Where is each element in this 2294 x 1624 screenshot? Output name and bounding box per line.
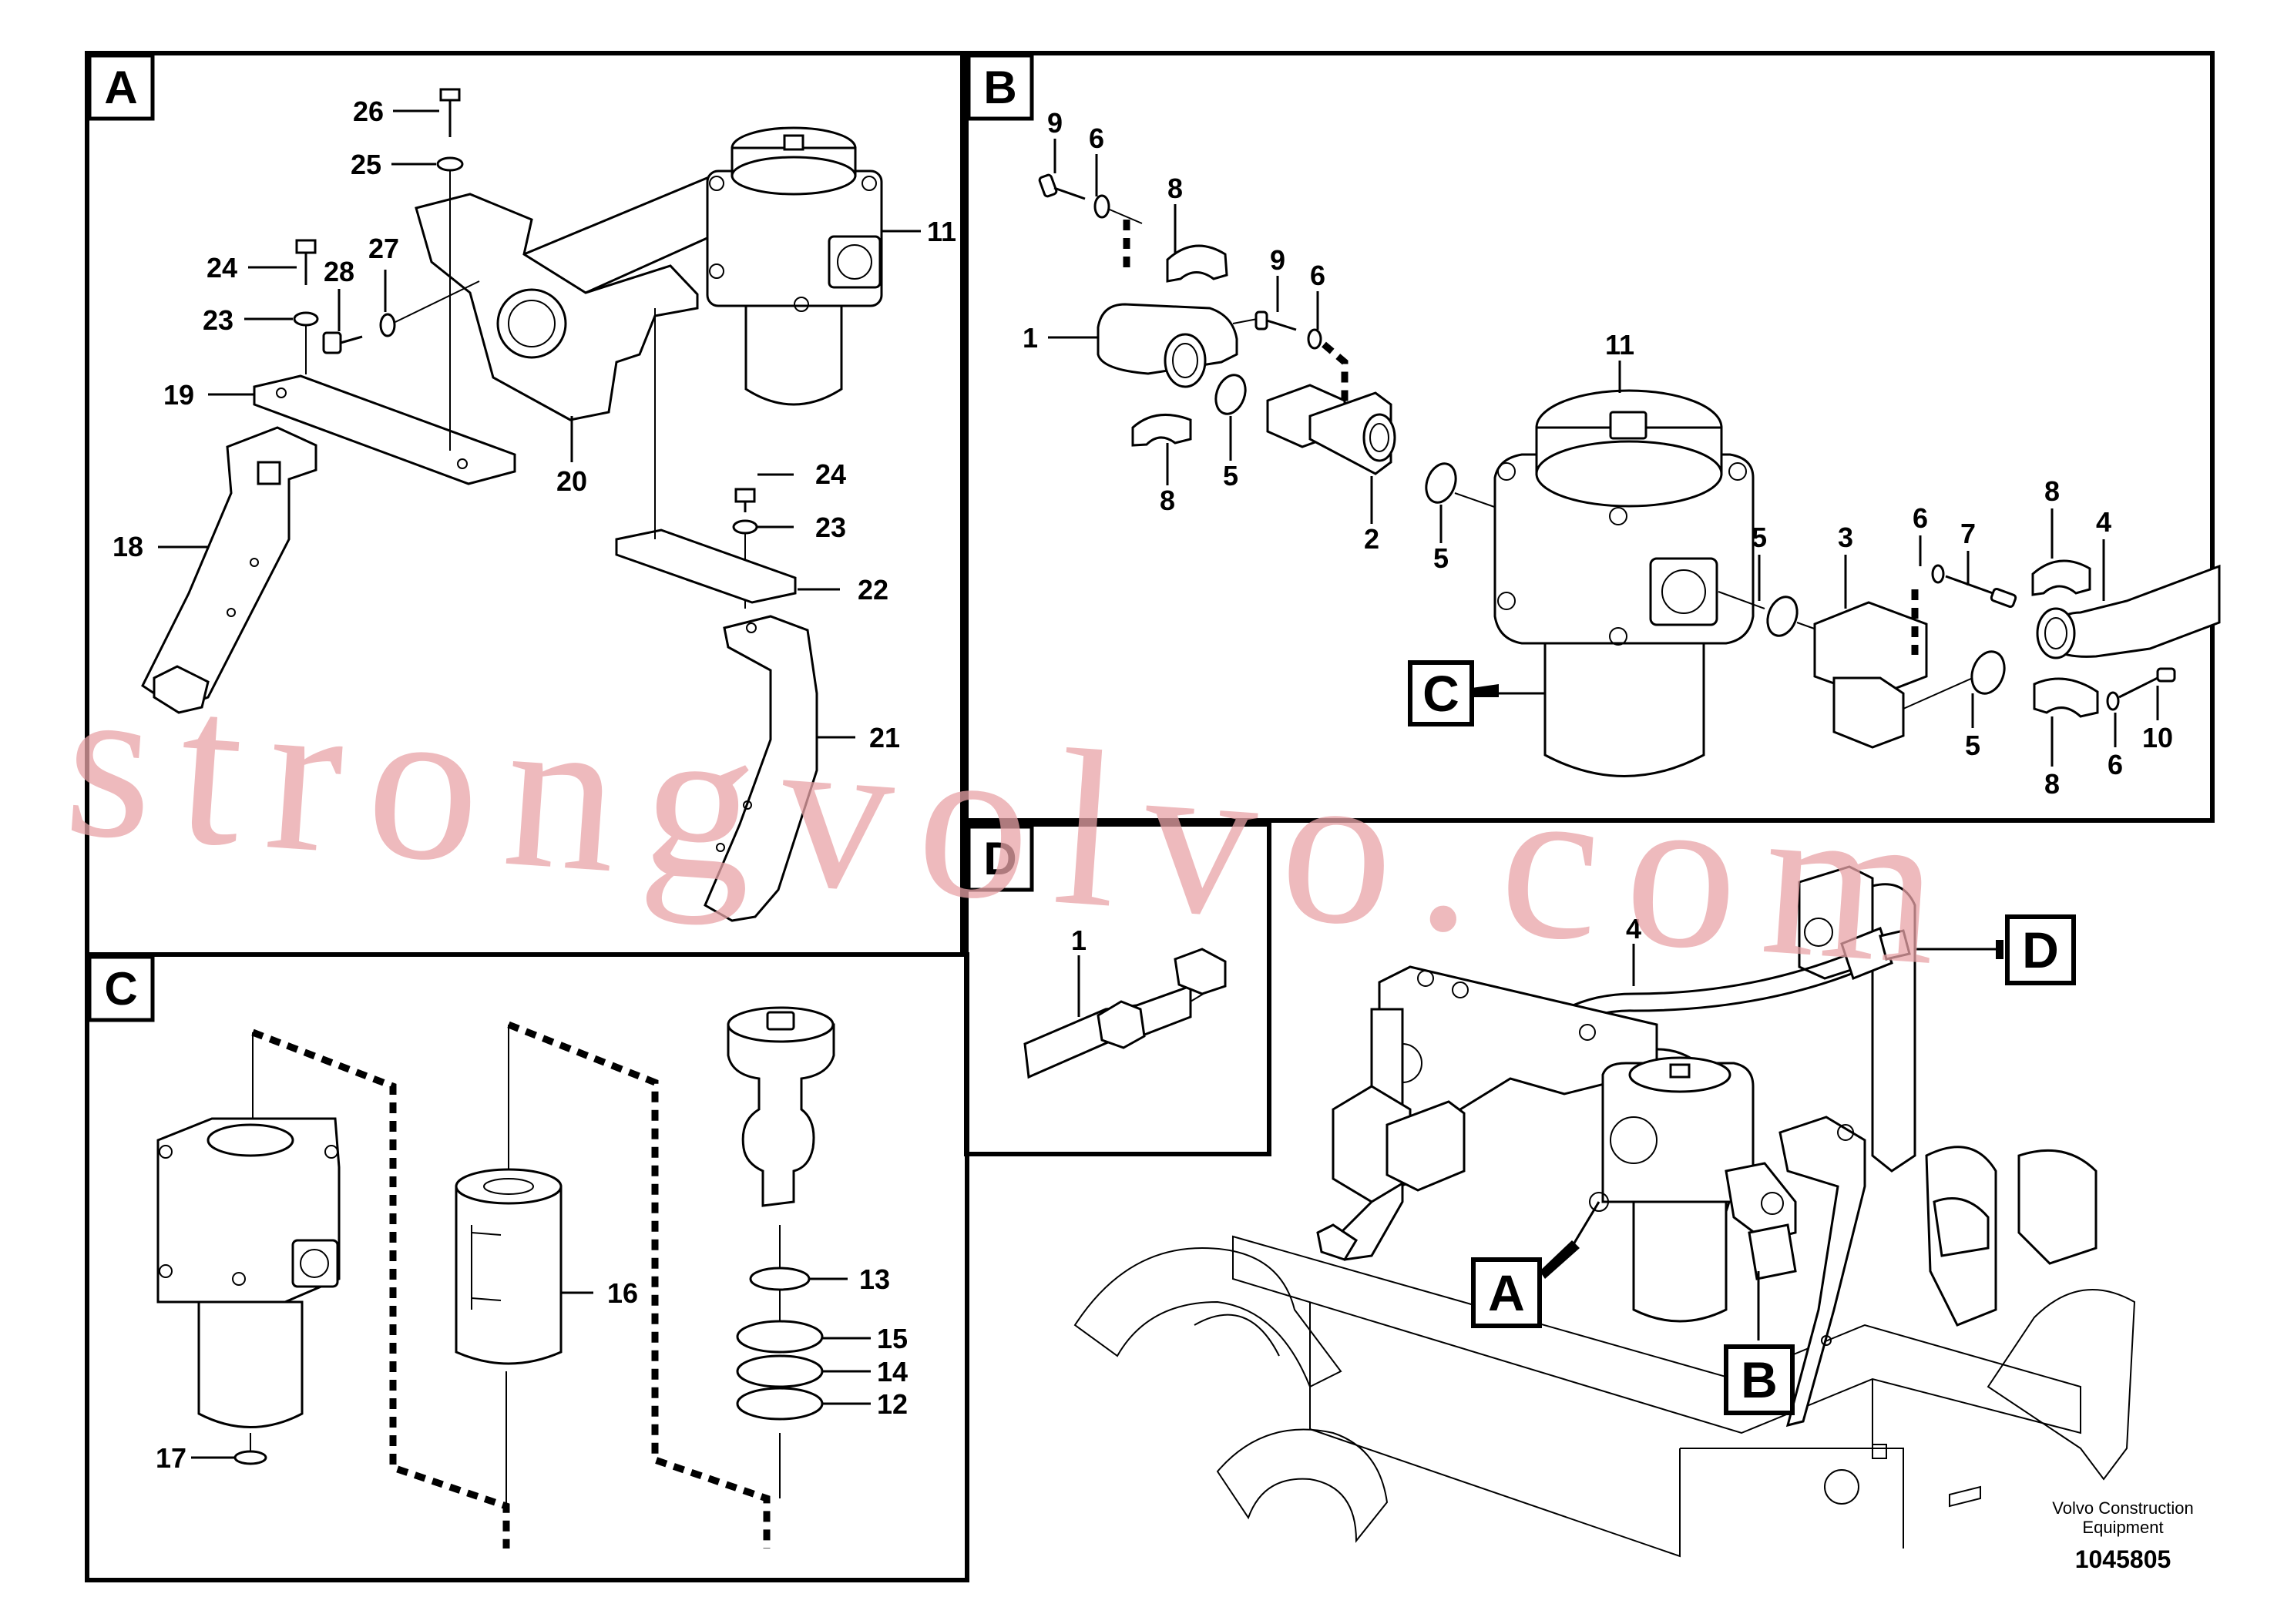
part-number-14: 14 <box>877 1356 908 1387</box>
callout-c-box: C <box>1408 660 1499 726</box>
part-number-6-mid: 6 <box>1310 260 1325 291</box>
part-number-8-left: 8 <box>1160 485 1175 516</box>
panel-a-drawing <box>141 88 883 922</box>
part-number-23-left: 23 <box>203 304 233 336</box>
brand-line-2: Equipment <box>2082 1518 2163 1537</box>
overview-callout-b: B <box>1724 1271 1795 1415</box>
overview-callout-b-label: B <box>1741 1351 1778 1408</box>
part-number-11-b: 11 <box>1605 329 1634 361</box>
part-number-7: 7 <box>1960 518 1976 549</box>
panel-b-numbers: 9 6 8 9 6 1 11 5 8 2 5 5 3 6 7 8 4 5 10 … <box>1023 107 2173 800</box>
part-number-9-top: 9 <box>1047 107 1063 139</box>
part-number-15: 15 <box>877 1323 908 1354</box>
overview-callout-d: D <box>1915 914 2076 985</box>
part-number-4: 4 <box>2096 506 2111 538</box>
part-number-24-left: 24 <box>207 252 237 284</box>
overview-part-number-4: 4 <box>1626 913 1641 945</box>
panel-a-numbers: 26 25 24 28 27 23 11 19 20 24 23 18 22 2… <box>113 96 956 753</box>
part-number-5-right: 5 <box>1752 522 1767 553</box>
part-number-13: 13 <box>859 1263 890 1295</box>
part-number-3: 3 <box>1838 522 1853 553</box>
part-number-27: 27 <box>368 233 399 264</box>
panel-d-drawing <box>1023 948 1227 1079</box>
panel-d-label-box: D <box>966 824 1034 892</box>
panel-b-label: B <box>983 62 1016 113</box>
part-number-10: 10 <box>2142 722 2173 753</box>
panel-c-label-box: C <box>87 955 155 1022</box>
panel-c-frame <box>85 952 969 1582</box>
overview-callout-d-label: D <box>2022 921 2059 978</box>
part-number-23-right: 23 <box>815 512 846 543</box>
panel-c-drawing <box>156 1006 835 1549</box>
part-number-6-top: 6 <box>1089 122 1104 154</box>
part-number-9-mid: 9 <box>1270 244 1285 276</box>
panel-b-leaders <box>1048 139 2159 767</box>
panel-d-frame <box>964 822 1271 1156</box>
part-number-24-right: 24 <box>815 458 846 490</box>
overview-callout-a-label: A <box>1488 1264 1525 1321</box>
part-number-11-a: 11 <box>927 216 956 247</box>
panel-b-label-box: B <box>966 53 1034 121</box>
panel-b-frame <box>964 51 2215 823</box>
part-number-5-left: 5 <box>1223 460 1238 492</box>
panel-b-drawing <box>1038 173 2221 777</box>
panel-c-label: C <box>104 963 137 1015</box>
part-number-20: 20 <box>556 465 587 497</box>
part-number-22: 22 <box>858 574 888 606</box>
part-number-8-right-top: 8 <box>2044 475 2060 507</box>
part-number-28: 28 <box>324 256 354 287</box>
part-number-5-mid: 5 <box>1433 542 1449 574</box>
part-number-2: 2 <box>1364 523 1379 555</box>
panel-d-label: D <box>983 833 1016 884</box>
part-number-16: 16 <box>607 1277 638 1309</box>
part-number-17: 17 <box>156 1442 186 1474</box>
document-number: 1045805 <box>2075 1545 2171 1573</box>
panel-c-numbers: 16 13 15 14 12 17 <box>156 1263 908 1474</box>
panel-d-part-number-1: 1 <box>1071 924 1087 956</box>
panel-a-label-box: A <box>87 53 155 121</box>
part-number-21: 21 <box>869 722 900 753</box>
part-number-1: 1 <box>1023 322 1038 354</box>
panel-c-leaders <box>191 1277 871 1459</box>
part-number-12: 12 <box>877 1388 908 1420</box>
panel-a-leaders <box>158 109 921 739</box>
part-number-25: 25 <box>351 149 381 180</box>
part-number-6-right: 6 <box>1913 502 1928 534</box>
part-number-8-right-bottom: 8 <box>2044 768 2060 800</box>
part-number-19: 19 <box>163 379 194 411</box>
overview-callout-a: A <box>1471 1201 1600 1328</box>
part-number-6-lower: 6 <box>2108 749 2123 780</box>
callout-c-label: C <box>1422 665 1459 722</box>
part-number-18: 18 <box>113 531 143 562</box>
part-number-26: 26 <box>353 96 384 127</box>
panel-a-label: A <box>104 62 137 113</box>
brand-line-1: Volvo Construction <box>2052 1498 2193 1518</box>
part-number-5-lower: 5 <box>1965 730 1980 761</box>
part-number-8-top: 8 <box>1167 173 1183 204</box>
overview-drawing <box>1073 865 2136 1558</box>
